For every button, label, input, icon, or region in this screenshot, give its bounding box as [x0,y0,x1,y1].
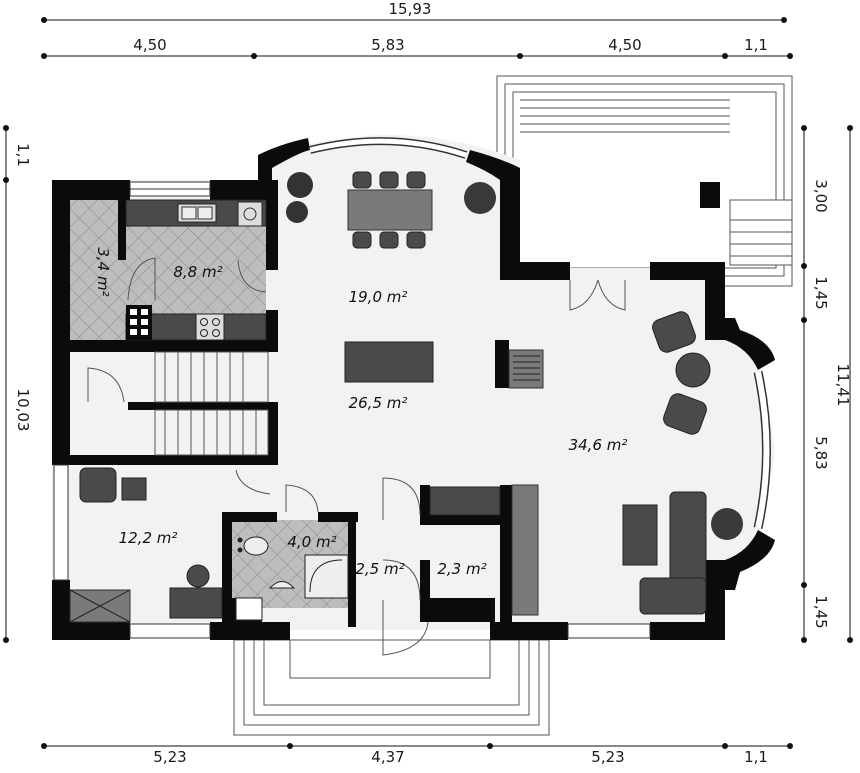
dim-bottom-4: 1,1 [744,748,768,766]
dim-top-total: 15,93 [389,0,432,18]
room-area-kitchen: 8,8 m² [173,263,222,281]
dim-top-1: 4,50 [133,36,166,54]
doors [87,257,626,656]
staircase [154,351,269,456]
dim-right-1: 3,00 [812,179,830,212]
dim-top-4: 1,1 [744,36,768,54]
dim-right-3: 5,83 [812,436,830,469]
dim-bottom-1: 5,23 [153,748,186,766]
walls [52,138,775,640]
room-area-storage: 2,3 m² [437,560,486,578]
room-area-pantry: 3,4 m² [94,247,112,296]
room-area-vestibule: 2,5 m² [355,560,404,578]
living-furniture [429,311,711,616]
room-area-office: 12,2 m² [119,529,178,547]
dim-right-total: 11,41 [834,364,852,407]
room-area-dining: 19,0 m² [349,288,408,306]
dim-top-3: 4,50 [608,36,641,54]
bathroom-fixtures [235,536,349,621]
front-terrace [233,639,550,736]
windows [53,137,771,639]
pantry-tiles [70,200,126,340]
dimension-lines [3,17,853,749]
dim-bottom-2: 4,37 [371,748,404,766]
room-area-hall: 26,5 m² [349,394,408,412]
office-furniture [69,467,223,623]
room-area-living: 34,6 m² [569,436,628,454]
plants [286,172,743,540]
room-area-bathroom: 4,0 m² [287,533,336,551]
back-terrace [496,75,793,287]
kitchen-furniture [125,199,267,341]
dining-table [347,171,433,249]
dim-right-2: 1,45 [812,276,830,309]
dim-bottom-3: 5,23 [591,748,624,766]
dim-right-4: 1,45 [812,595,830,628]
hall-furniture [344,341,544,389]
dim-left-1: 1,1 [14,143,32,167]
dim-left-2: 10,03 [14,389,32,432]
dim-top-2: 5,83 [371,36,404,54]
